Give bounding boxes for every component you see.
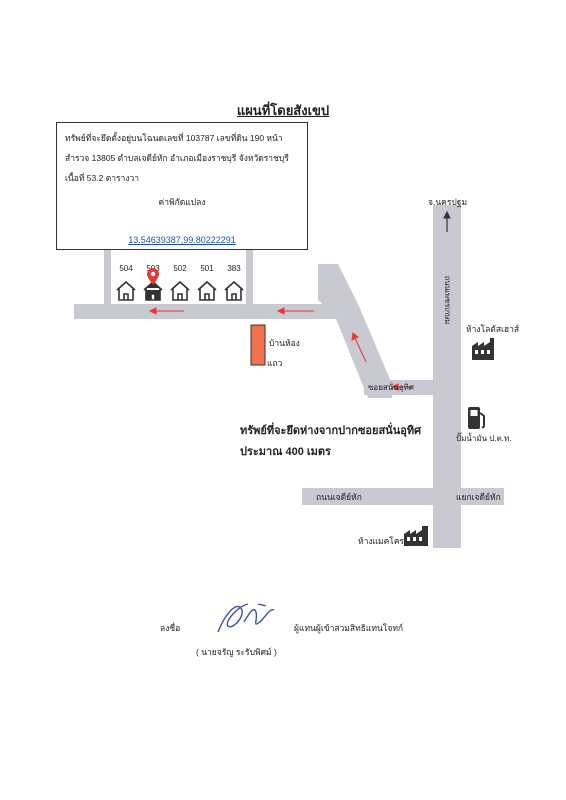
house-number: 502 — [173, 264, 187, 273]
building-icon — [472, 338, 494, 360]
signer-name: ( นายจรัญ ระรับพิศม์ ) — [196, 647, 277, 657]
chedi-hak-road — [302, 488, 504, 505]
house-icon — [116, 280, 136, 301]
road-chedi-hak-label: ถนนเจดีย์หัก — [316, 492, 362, 502]
junction-chedi-hak-label: แยกเจดีย์หัก — [456, 492, 501, 502]
house-number: 504 — [119, 264, 133, 273]
alley-right — [246, 250, 253, 306]
north-arrow-icon — [443, 210, 451, 232]
highlighted-house-icon — [143, 280, 163, 301]
soi-label: ซอยสนั่นอุทิศ — [368, 383, 414, 392]
direction-arrows — [148, 307, 412, 391]
gas-pump-icon — [468, 407, 485, 429]
signer-role: ผู้แทนผู้เข้าสวมสิทธิแทนโจทก์ — [294, 623, 404, 633]
house-icon — [224, 280, 244, 301]
house-icon — [170, 280, 190, 301]
house-number: 383 — [227, 264, 241, 273]
row-house-label-1: บ้านห้อง — [269, 338, 300, 348]
distance-line-2: ประมาณ 400 เมตร — [240, 446, 331, 458]
house-number: 501 — [200, 264, 214, 273]
location-pin-icon — [147, 268, 159, 285]
coordinate-link[interactable]: 13.54639387,99.80222291 — [128, 235, 236, 245]
sign-label: ลงชื่อ — [160, 623, 181, 633]
to-nakhon-pathom-label: จ.นครปฐม — [428, 197, 468, 207]
deed-info-line-2: สำรวจ 13805 ตำบลเจดีย์หัก อำเภอเมืองราชบ… — [65, 153, 289, 163]
coordinate-label: ค่าพิกัดแปลง — [158, 197, 206, 207]
distance-line-1: ทรัพย์ที่จะยึดห่างจากปากซอยสนั่นอุทิศ — [240, 425, 422, 437]
mall-lotus-label: ห้างโลตัสเฮาส์ — [466, 324, 520, 334]
mall-makro-label: ห้างแมคโคร — [358, 536, 405, 546]
alley-left — [104, 250, 111, 306]
property-info-box: ทรัพย์ที่จะยึดตั้งอยู่บนโฉนดเลขที่ 10378… — [56, 122, 308, 250]
row-house-block — [250, 324, 266, 366]
house-icon — [197, 280, 217, 301]
building-icon — [404, 526, 428, 546]
houses-row: 504503502501383 — [112, 264, 246, 304]
deed-info-line-1: ทรัพย์ที่จะยึดตั้งอยู่บนโฉนดเลขที่ 10378… — [65, 133, 283, 143]
signature-mark — [217, 603, 275, 633]
soi-road-horizontal — [74, 304, 344, 319]
row-house-label-2: แถว — [267, 358, 283, 368]
main-road-label: ถนนเพชรเกษม — [443, 275, 452, 325]
page-title: แผนที่โดยสังเขป — [236, 103, 330, 118]
gas-station-label: ปั๊มน้ำมัน ป.ต.ท. — [456, 434, 512, 443]
area-info-line: เนื้อที่ 53.2 ตารางวา — [65, 173, 140, 183]
